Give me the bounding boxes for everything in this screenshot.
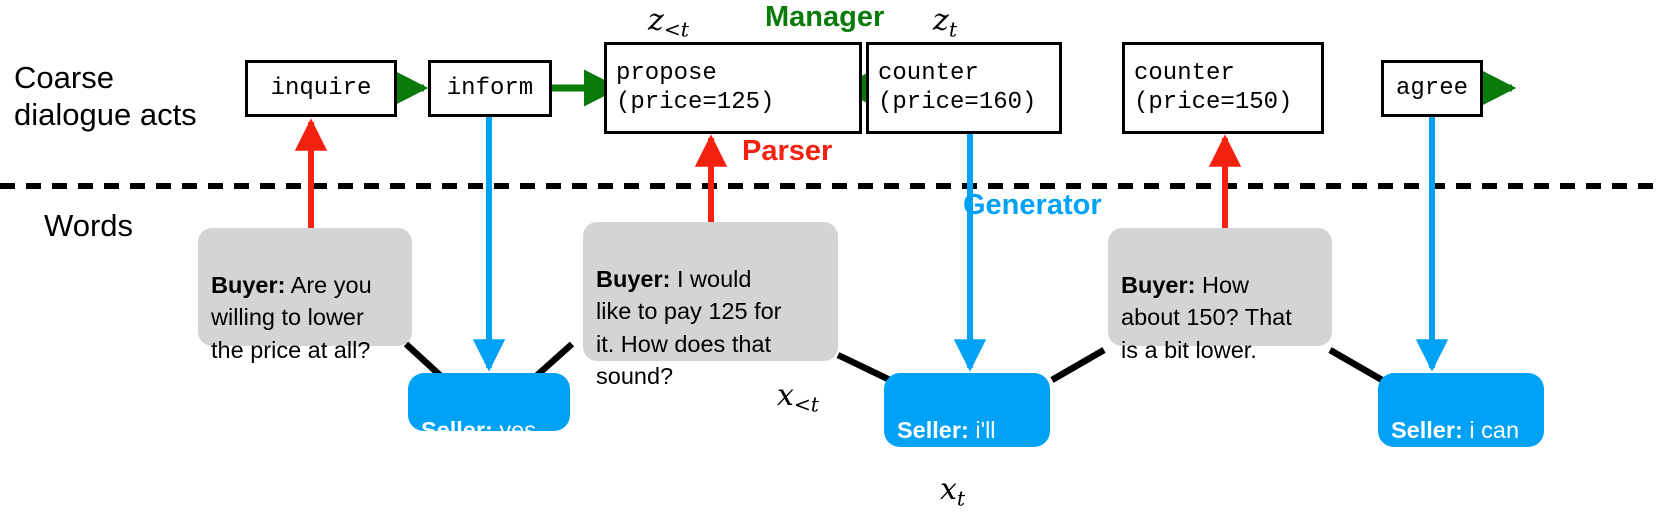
utterance-bubble-seller-1[interactable]: Seller: yes <box>408 373 570 443</box>
math-label-x-prev: x<t <box>777 378 819 417</box>
utterance-bubble-buyer-3[interactable]: Buyer: How about 150? That is a bit lowe… <box>1108 228 1332 363</box>
act-box-line2: (price=160) <box>878 89 1037 116</box>
utterance-bubble-seller-3[interactable]: Seller: i can do that! <box>1378 373 1544 475</box>
act-box-line1: counter <box>1134 59 1235 87</box>
utterance-text: i can do that! <box>1391 417 1520 476</box>
math-subscript: t <box>956 486 965 511</box>
act-box-line2: (price=125) <box>616 89 775 116</box>
words-row-label: Words <box>44 208 134 243</box>
coarse-dialogue-acts-row-label: Coarse dialogue acts <box>14 60 197 132</box>
utterance-connector-4 <box>1050 347 1106 383</box>
utterance-text: How about 150? That is a bit lower. <box>1121 272 1292 363</box>
act-box-line1: agree <box>1395 74 1468 102</box>
act-box-agree[interactable]: agree <box>1381 60 1483 117</box>
speaker-label: Buyer: <box>1121 272 1196 299</box>
math-base: z <box>648 3 664 38</box>
math-label-z-t: zt <box>933 3 957 42</box>
act-box-line1: inform <box>446 74 534 102</box>
speaker-label: Buyer: <box>211 272 286 299</box>
utterance-text: I would like to pay 125 for it. How does… <box>596 266 782 389</box>
parser-role-label: Parser <box>742 135 833 167</box>
act-box-line1: inquire <box>270 74 372 102</box>
math-label-x-t: xt <box>940 472 965 511</box>
utterance-connector-3 <box>836 352 892 383</box>
utterance-text: i'll accept 160 <box>897 417 1012 476</box>
utterance-text: yes <box>492 417 536 444</box>
math-subscript: t <box>948 17 957 42</box>
generator-role-label: Generator <box>963 189 1102 221</box>
act-box-inform[interactable]: inform <box>428 60 552 117</box>
speaker-label: Buyer: <box>596 266 671 293</box>
speaker-label: Seller: <box>897 417 969 444</box>
math-base: z <box>933 3 949 38</box>
speaker-label: Seller: <box>1391 417 1463 444</box>
utterance-connector-5 <box>1328 347 1384 383</box>
math-base: x <box>940 472 957 507</box>
math-base: x <box>777 378 794 413</box>
act-box-line1: counter <box>878 59 979 87</box>
act-box-counter-price-160[interactable]: counter (price=160) <box>866 42 1062 134</box>
act-box-propose-price-125[interactable]: propose (price=125) <box>604 42 862 134</box>
utterance-text: Are you willing to lower the price at al… <box>211 272 372 363</box>
act-box-counter-price-150[interactable]: counter (price=150) <box>1122 42 1324 134</box>
speaker-label: Seller: <box>421 417 493 444</box>
utterance-bubble-buyer-1[interactable]: Buyer: Are you willing to lower the pric… <box>198 228 412 363</box>
act-box-line2: (price=150) <box>1134 89 1293 116</box>
act-box-inquire[interactable]: inquire <box>245 60 397 117</box>
math-subscript: <t <box>793 392 819 417</box>
math-label-z-prev: z<t <box>648 3 689 42</box>
utterance-bubble-buyer-2[interactable]: Buyer: I would like to pay 125 for it. H… <box>583 222 838 389</box>
manager-role-label: Manager <box>765 1 885 33</box>
math-subscript: <t <box>663 17 689 42</box>
act-box-line1: propose <box>616 59 717 87</box>
utterance-bubble-seller-2[interactable]: Seller: i'll accept 160 <box>884 373 1050 475</box>
